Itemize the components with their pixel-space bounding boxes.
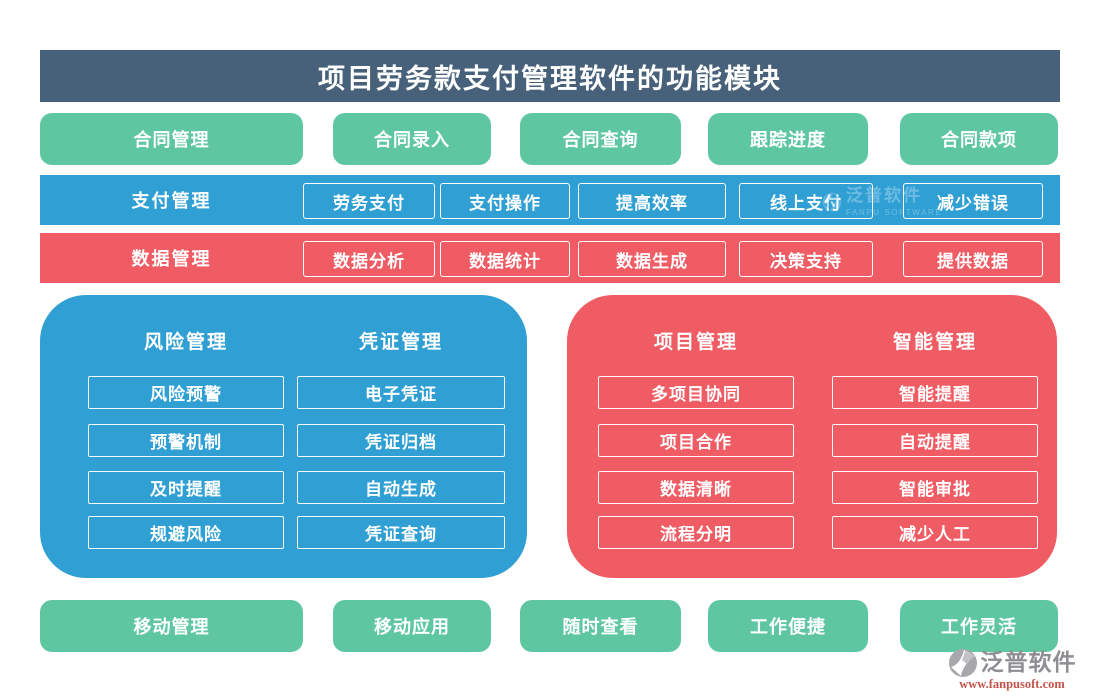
button-reduce-labor[interactable]: 减少人工	[832, 516, 1038, 549]
button-auto-reminder[interactable]: 自动提醒	[832, 424, 1038, 457]
button-track-progress[interactable]: 跟踪进度	[708, 113, 868, 165]
button-improve-efficiency[interactable]: 提高效率	[578, 183, 726, 219]
intelligent-column: 智能管理 智能提醒 自动提醒 智能审批 减少人工	[832, 295, 1038, 578]
button-data-statistics[interactable]: 数据统计	[440, 241, 570, 277]
page-title: 项目劳务款支付管理软件的功能模块	[318, 63, 782, 94]
button-clear-data[interactable]: 数据清晰	[598, 471, 794, 504]
mobile-row: 移动管理 移动应用 随时查看 工作便捷 工作灵活	[40, 600, 1060, 652]
button-online-payment[interactable]: 线上支付	[739, 183, 873, 219]
button-auto-generate[interactable]: 自动生成	[297, 471, 505, 504]
button-contract-query[interactable]: 合同查询	[520, 113, 681, 165]
data-bar: 数据管理 数据分析 数据统计 数据生成 决策支持 提供数据	[40, 233, 1060, 283]
payment-bar: 支付管理 劳务支付 支付操作 提高效率 线上支付 减少错误 泛普软件 FANPU…	[40, 175, 1060, 225]
button-reduce-errors[interactable]: 减少错误	[903, 183, 1043, 219]
button-voucher-query[interactable]: 凭证查询	[297, 516, 505, 549]
button-smart-approval[interactable]: 智能审批	[832, 471, 1038, 504]
button-smart-reminder[interactable]: 智能提醒	[832, 376, 1038, 409]
data-bar-label: 数据管理	[131, 249, 212, 269]
button-voucher-archive[interactable]: 凭证归档	[297, 424, 505, 457]
fanpu-logo-icon	[948, 649, 977, 677]
button-warning-mechanism[interactable]: 预警机制	[88, 424, 284, 457]
voucher-column: 凭证管理 电子凭证 凭证归档 自动生成 凭证查询	[297, 295, 505, 578]
button-avoid-risk[interactable]: 规避风险	[88, 516, 284, 549]
button-contract-entry[interactable]: 合同录入	[333, 113, 491, 165]
button-multi-project-collaboration[interactable]: 多项目协同	[598, 376, 794, 409]
button-decision-support[interactable]: 决策支持	[739, 241, 873, 277]
risk-column-title: 风险管理	[143, 332, 228, 353]
button-labor-payment[interactable]: 劳务支付	[303, 183, 435, 219]
button-mobile-app[interactable]: 移动应用	[333, 600, 491, 652]
button-clear-process[interactable]: 流程分明	[598, 516, 794, 549]
risk-voucher-panel: 风险管理 风险预警 预警机制 及时提醒 规避风险 凭证管理 电子凭证 凭证归档 …	[40, 295, 527, 578]
brand-url: www.fanpusoft.com	[959, 677, 1065, 691]
voucher-column-title: 凭证管理	[358, 332, 443, 353]
button-contract-funds[interactable]: 合同款项	[900, 113, 1058, 165]
button-mobile-management[interactable]: 移动管理	[40, 600, 303, 652]
button-electronic-voucher[interactable]: 电子凭证	[297, 376, 505, 409]
button-data-analysis[interactable]: 数据分析	[303, 241, 435, 277]
button-data-generation[interactable]: 数据生成	[578, 241, 726, 277]
button-timely-reminder[interactable]: 及时提醒	[88, 471, 284, 504]
button-provide-data[interactable]: 提供数据	[903, 241, 1043, 277]
button-project-cooperation[interactable]: 项目合作	[598, 424, 794, 457]
risk-column: 风险管理 风险预警 预警机制 及时提醒 规避风险	[88, 295, 284, 578]
contract-row: 合同管理 合同录入 合同查询 跟踪进度 合同款项	[40, 113, 1060, 165]
button-payment-operation[interactable]: 支付操作	[440, 183, 570, 219]
button-risk-warning[interactable]: 风险预警	[88, 376, 284, 409]
button-flexible-work[interactable]: 工作灵活	[900, 600, 1058, 652]
intelligent-column-title: 智能管理	[892, 332, 977, 353]
project-column-title: 项目管理	[653, 332, 738, 353]
payment-bar-label: 支付管理	[131, 191, 212, 211]
button-convenient-work[interactable]: 工作便捷	[708, 600, 868, 652]
project-intelligent-panel: 项目管理 多项目协同 项目合作 数据清晰 流程分明 智能管理 智能提醒 自动提醒…	[567, 295, 1057, 578]
brand-footer: 泛普软件 www.fanpusoft.com	[936, 648, 1088, 692]
button-contract-management[interactable]: 合同管理	[40, 113, 303, 165]
brand-name: 泛普软件	[980, 649, 1077, 676]
button-view-anytime[interactable]: 随时查看	[520, 600, 681, 652]
page-title-bar: 项目劳务款支付管理软件的功能模块	[40, 50, 1060, 102]
project-column: 项目管理 多项目协同 项目合作 数据清晰 流程分明	[598, 295, 794, 578]
